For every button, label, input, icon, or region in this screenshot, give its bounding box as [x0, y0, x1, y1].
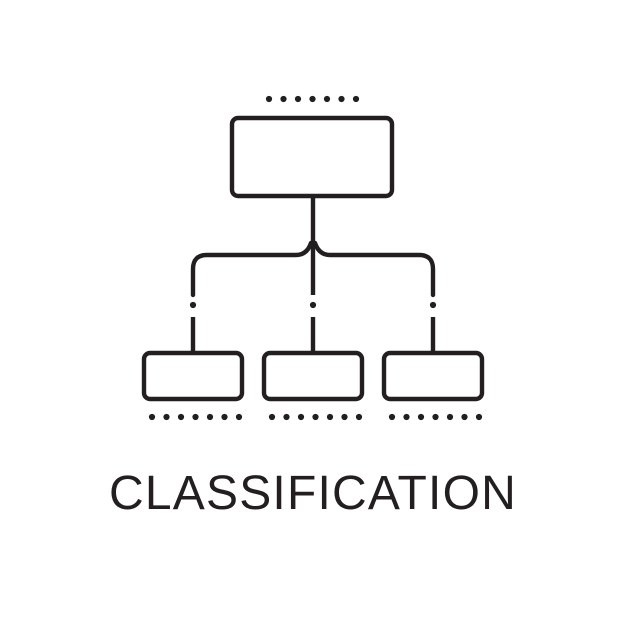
dot-row-below-child-3-icon: [388, 413, 483, 421]
child-node-box-2: [261, 350, 365, 402]
caption-area: CLASSIFICATION: [0, 470, 626, 518]
dot-row-below-child-1-icon: [148, 413, 243, 421]
branch-bus-connector-right: [312, 240, 436, 298]
dot-row-below-child-2-icon: [268, 413, 363, 421]
child-node-box-1: [141, 350, 245, 402]
child-stem-connectors: [190, 317, 436, 355]
parent-node-box: [229, 115, 395, 199]
child-node-box-3: [381, 350, 485, 402]
icon-caption-label: CLASSIFICATION: [109, 467, 517, 520]
dot-row-above-parent-icon: [265, 95, 360, 103]
branch-gap-dots-icon: [189, 301, 437, 309]
branch-bus-connector-left: [190, 240, 314, 298]
